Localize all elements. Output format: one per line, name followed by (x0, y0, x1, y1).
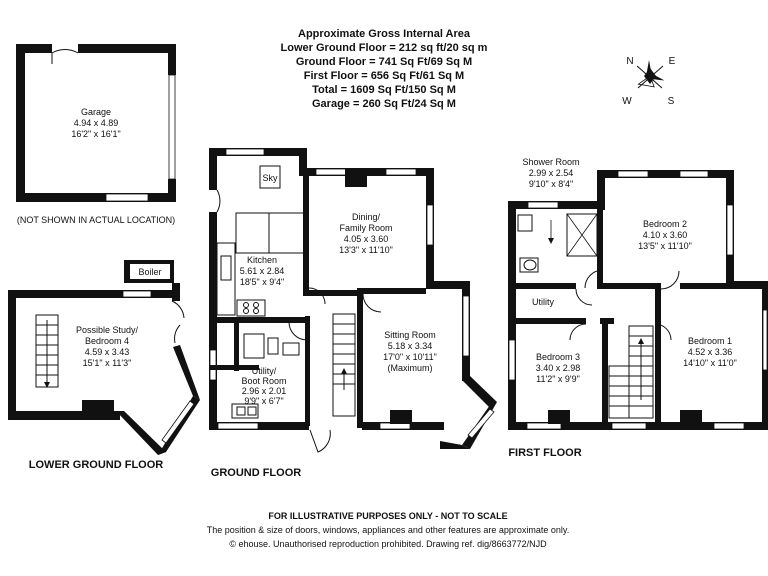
study-name-1: Possible Study/ (76, 325, 139, 335)
dining-metric: 4.05 x 3.60 (344, 234, 389, 244)
study-imperial: 15'1" x 11'3" (83, 358, 132, 368)
utility-name-1: Utility/ (252, 366, 277, 376)
compass-icon: N E W S (622, 56, 675, 107)
garage-metric: 4.94 x 4.89 (74, 118, 119, 128)
lower-ground-floor: Boiler Possible Study/ Bedroom 4 4.59 x … (8, 260, 200, 471)
ground-floor: Sky (209, 148, 497, 479)
bedroom1-name: Bedroom 1 (688, 336, 732, 346)
dining-name-1: Dining/ (352, 212, 381, 222)
lower-ground-floor-label: LOWER GROUND FLOOR (29, 459, 163, 471)
footer-line-2: © ehouse. Unauthorised reproduction proh… (229, 539, 547, 549)
garage-name: Garage (81, 107, 111, 117)
bedroom2-name: Bedroom 2 (643, 219, 687, 229)
garage-imperial: 16'2" x 16'1" (71, 129, 120, 139)
bedroom1-imperial: 14'10" x 11'0" (683, 358, 737, 368)
garage: Garage 4.94 x 4.89 16'2" x 16'1" (NOT SH… (16, 44, 176, 225)
shower-imperial: 9'10" x 8'4" (529, 179, 573, 189)
area-first: First Floor = 656 Sq Ft/61 Sq M (304, 70, 464, 82)
bedroom1-metric: 4.52 x 3.36 (688, 347, 733, 357)
first-floor-label: FIRST FLOOR (508, 447, 581, 459)
bedroom3-metric: 3.40 x 2.98 (536, 363, 581, 373)
ground-floor-label: GROUND FLOOR (211, 467, 301, 479)
area-total: Total = 1609 Sq Ft/150 Sq M (312, 84, 456, 96)
footer-title: FOR ILLUSTRATIVE PURPOSES ONLY - NOT TO … (268, 511, 507, 521)
sitting-name: Sitting Room (384, 330, 436, 340)
utility-imperial: 9'9" x 6'7" (244, 396, 283, 406)
kitchen-imperial: 18'5" x 9'4" (240, 277, 284, 287)
first-floor: Shower Room 2.99 x 2.54 9'10" x 8'4" Bed… (508, 157, 768, 459)
area-title: Approximate Gross Internal Area (298, 28, 471, 40)
bedroom3-name: Bedroom 3 (536, 352, 580, 362)
sitting-imperial: 17'0" x 10'11" (383, 352, 437, 362)
first-utility-label: Utility (532, 297, 554, 307)
staircase-icon (608, 325, 654, 419)
area-ground: Ground Floor = 741 Sq Ft/69 Sq M (296, 56, 472, 68)
compass-n: N (626, 56, 633, 67)
boiler-label: Boiler (138, 267, 161, 277)
kitchen-metric: 5.61 x 2.84 (240, 266, 285, 276)
compass-w: W (622, 96, 632, 107)
bedroom3-imperial: 11'2" x 9'9" (536, 374, 580, 384)
shower-name: Shower Room (522, 157, 579, 167)
utility-metric: 2.96 x 2.01 (242, 386, 287, 396)
bedroom2-metric: 4.10 x 3.60 (643, 230, 688, 240)
bedroom2-imperial: 13'5" x 11'10" (638, 241, 692, 251)
garage-note: (NOT SHOWN IN ACTUAL LOCATION) (17, 215, 175, 225)
compass-e: E (669, 56, 676, 67)
staircase-icon (35, 314, 59, 388)
staircase-icon (332, 313, 356, 417)
footer-line-1: The position & size of doors, windows, a… (207, 525, 570, 535)
area-lower-ground: Lower Ground Floor = 212 sq ft/20 sq m (281, 42, 488, 54)
utility-name-2: Boot Room (241, 376, 286, 386)
kitchen-name: Kitchen (247, 255, 277, 265)
compass-s: S (668, 96, 675, 107)
sky-label: Sky (262, 173, 278, 183)
area-summary: Approximate Gross Internal Area Lower Gr… (281, 28, 488, 110)
footer: FOR ILLUSTRATIVE PURPOSES ONLY - NOT TO … (207, 511, 570, 549)
dining-imperial: 13'3" x 11'10" (339, 245, 393, 255)
sitting-note: (Maximum) (388, 363, 433, 373)
study-name-2: Bedroom 4 (85, 336, 129, 346)
area-garage: Garage = 260 Sq Ft/24 Sq M (312, 98, 456, 110)
sitting-metric: 5.18 x 3.34 (388, 341, 433, 351)
study-metric: 4.59 x 3.43 (85, 347, 130, 357)
dining-name-2: Family Room (339, 223, 392, 233)
shower-metric: 2.99 x 2.54 (529, 168, 574, 178)
